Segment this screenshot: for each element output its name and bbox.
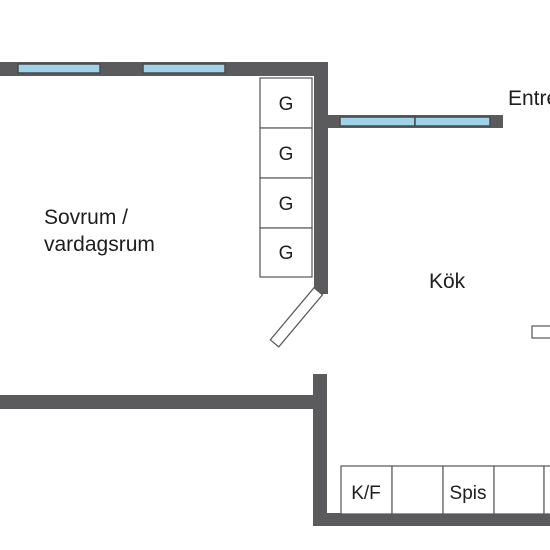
central-wall — [314, 62, 328, 294]
counter-cabinet-1 — [391, 465, 444, 515]
counter-cabinet-3 — [543, 465, 550, 515]
fridge-freezer-label: K/F — [351, 483, 381, 504]
room-label-kitchen: Kök — [429, 270, 466, 293]
window-2 — [142, 63, 226, 74]
room-label-bedroom-line1: Sovrum / — [44, 206, 128, 229]
wardrobe-2 — [259, 127, 313, 179]
counter-cabinet-2 — [493, 465, 545, 515]
window-3 — [339, 116, 416, 127]
wardrobe-label-2: G — [279, 144, 294, 165]
wardrobe-3 — [259, 177, 313, 229]
kitchen-counter: K/F Spis — [340, 465, 550, 515]
room-label-entrance: Entré — [508, 87, 550, 110]
window-1 — [17, 63, 101, 74]
room-label-bedroom-line2: vardagsrum — [44, 233, 155, 256]
wardrobe-label-4: G — [279, 243, 294, 264]
wardrobe-label-1: G — [279, 94, 294, 115]
wardrobe-4 — [259, 227, 313, 278]
counter-stove — [442, 465, 495, 515]
stove-label: Spis — [450, 483, 487, 504]
wardrobe-1 — [259, 77, 313, 129]
wardrobe-column: G G G G — [259, 77, 313, 278]
counter-fridge-freezer — [340, 465, 393, 515]
door-leaf — [269, 286, 324, 348]
window-4 — [414, 116, 491, 127]
wardrobe-label-3: G — [279, 194, 294, 215]
bottom-wall — [313, 513, 550, 526]
lower-vertical-wall — [313, 374, 327, 526]
lower-horizontal-wall — [0, 395, 327, 409]
wall-fixture — [531, 325, 550, 339]
